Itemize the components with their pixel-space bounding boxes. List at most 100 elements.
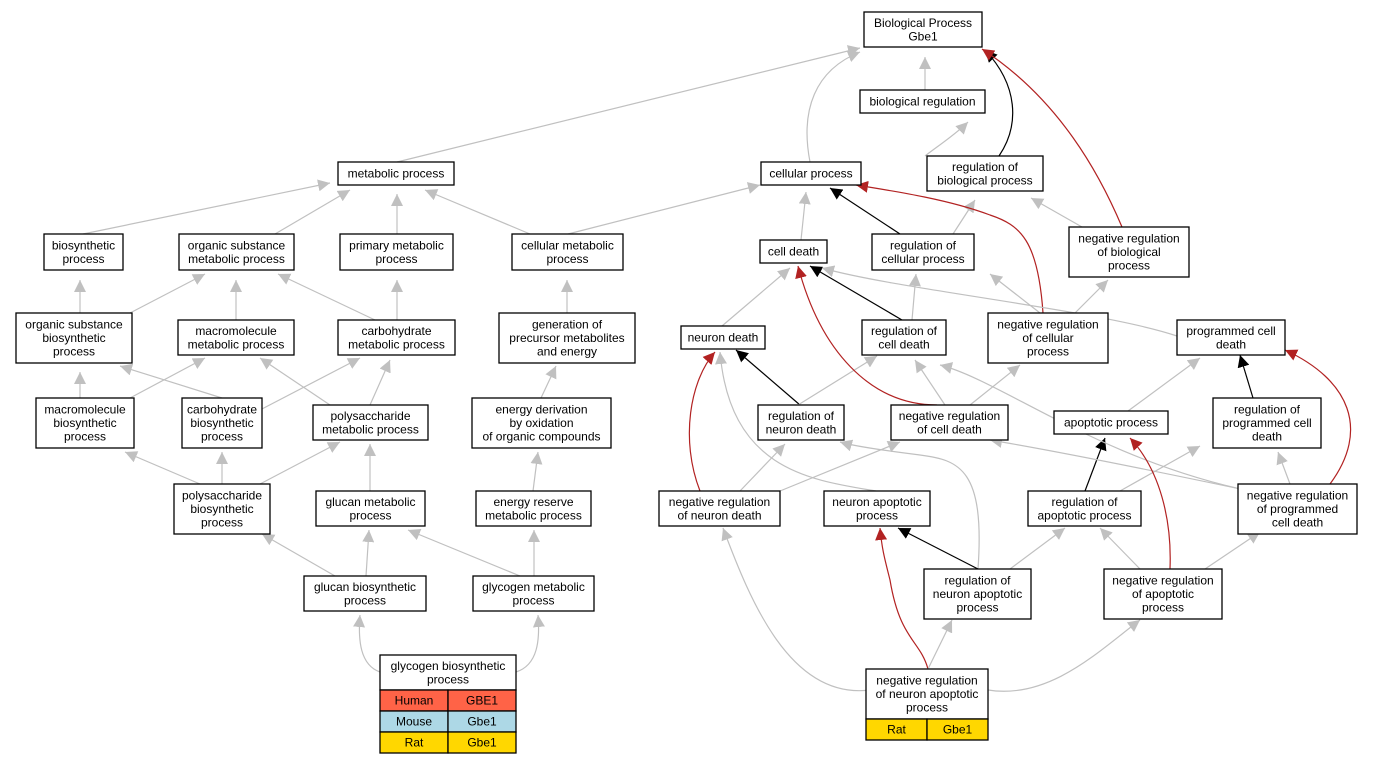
edge-red-67 (1129, 437, 1171, 570)
edge-gray-71 (721, 527, 871, 692)
go-term-apopt[interactable]: apoptotic process (1053, 410, 1169, 435)
go-term-metab[interactable]: metabolic process (337, 161, 455, 186)
edge-gray-13 (274, 189, 351, 235)
go-term-box (890, 404, 1009, 441)
go-term-label: negative regulation (1112, 574, 1213, 588)
go-term-label: of neuron apoptotic (876, 687, 979, 701)
edge-gray-19 (277, 273, 376, 321)
edge-gray-35 (362, 529, 375, 577)
go-term-label: generation of (532, 318, 603, 332)
go-term-label: cell death (1272, 516, 1323, 530)
go-term-label: of neuron death (677, 508, 761, 522)
go-term-cellproc[interactable]: cellular process (760, 161, 862, 186)
go-term-box (177, 319, 295, 356)
go-term-label: process (1108, 259, 1150, 273)
go-term-box (337, 319, 456, 356)
go-term-label: metabolic process (485, 508, 582, 522)
edge-gray-38 (353, 614, 381, 673)
go-term-label: Biological Process (874, 16, 972, 30)
organism-label: Human (395, 694, 434, 708)
go-term-box (871, 233, 975, 271)
go-term-label: metabolic process (188, 337, 285, 351)
go-term-neurondeath[interactable]: neuron death (680, 325, 766, 350)
go-term-label: cellular process (769, 167, 852, 181)
go-term-biolreg[interactable]: biological regulation (859, 89, 986, 114)
organism-label: Rat (405, 736, 424, 750)
edge-gray-58 (1119, 445, 1201, 492)
edge-gray-28 (540, 365, 557, 399)
go-term-box (178, 233, 295, 271)
go-term-box (926, 155, 1044, 192)
edge-red-3 (981, 48, 1123, 228)
go-term-celldeath[interactable]: cell death (759, 239, 828, 264)
go-term-label: of cellular (1022, 331, 1073, 345)
edge-gray-40 (721, 267, 791, 327)
go-term-box (658, 490, 781, 527)
go-term-label: regulation of (952, 160, 1019, 174)
go-term-label: process (1142, 601, 1184, 615)
edge-gray-12 (82, 179, 331, 235)
go-term-label: process (856, 508, 898, 522)
go-term-label: process (62, 252, 104, 266)
edge-gray-4 (806, 50, 861, 163)
edge-gray-24 (119, 363, 223, 399)
go-term-label: process (546, 252, 588, 266)
go-term-label: precursor metabolites (509, 331, 624, 345)
edge-red-48 (795, 265, 938, 406)
go-term-label: negative regulation (876, 674, 977, 688)
go-term-box (863, 11, 983, 48)
edge-gray-15 (424, 189, 531, 235)
go-term-label: biological process (937, 173, 1032, 187)
edge-black-41 (809, 265, 903, 321)
edge-gray-33 (530, 451, 543, 492)
edge-black-2 (984, 49, 1014, 157)
go-term-label: of cell death (917, 422, 982, 436)
go-term-label: neuron death (688, 331, 759, 345)
edge-gray-61 (989, 436, 1251, 492)
go-term-label: process (512, 593, 554, 607)
go-term-label: glycogen metabolic (482, 580, 585, 594)
go-term-box (1068, 226, 1190, 278)
go-term-label: process (64, 430, 106, 444)
gene-label: Gbe1 (943, 723, 973, 737)
edge-gray-29 (124, 451, 201, 485)
go-term-box (923, 568, 1032, 620)
go-term-label: macromolecule (195, 324, 277, 338)
go-term-label: polysaccharide (182, 489, 262, 503)
